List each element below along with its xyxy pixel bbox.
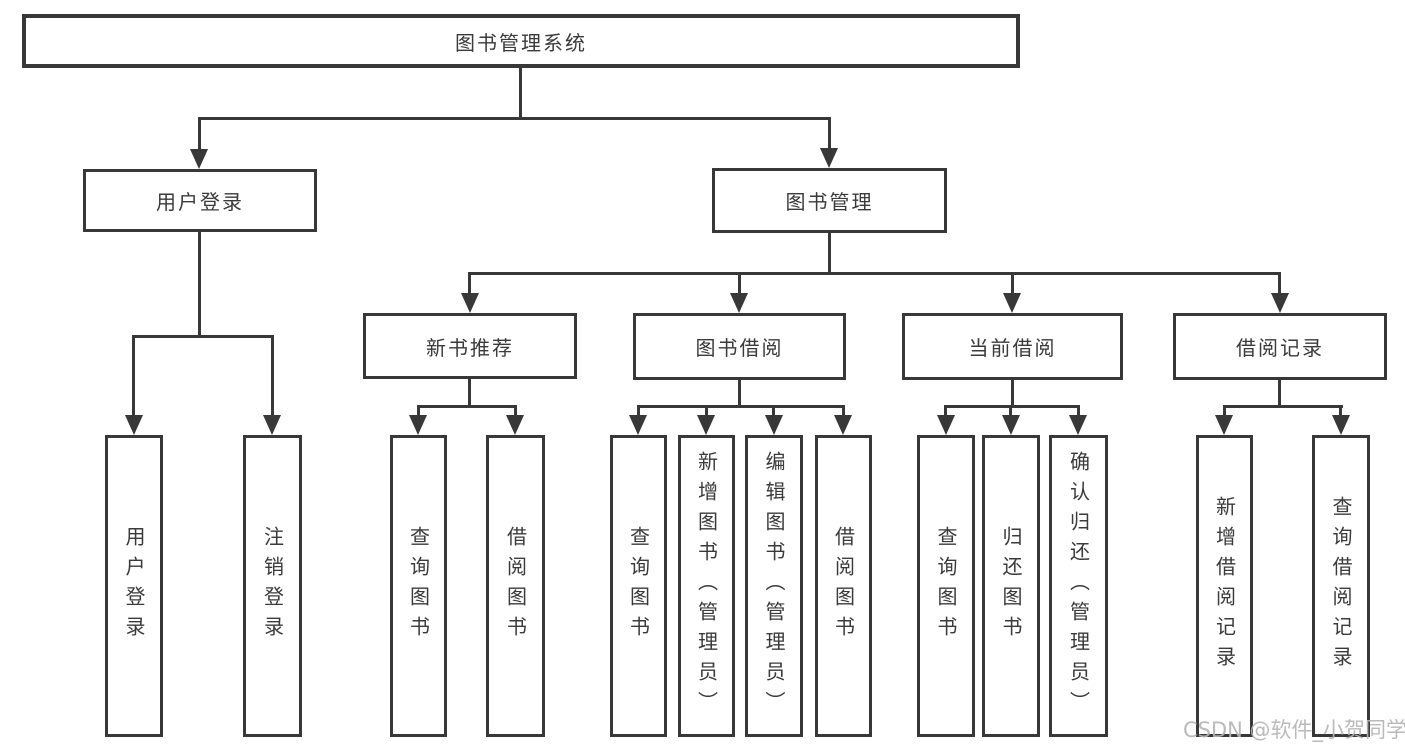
- arrow-down-icon: [1069, 415, 1087, 435]
- leaf-borrow-books: 借阅图书: [815, 435, 872, 737]
- arrow-down-icon: [937, 415, 955, 435]
- leaf-label: 注销登录: [260, 526, 285, 646]
- connector-to-leaf-logout: [271, 335, 274, 417]
- connector-book-borrow-stem: [738, 379, 741, 408]
- connector-to-new-books: [468, 272, 471, 295]
- connector-root-to-book-mgmt: [828, 117, 831, 149]
- connector-to-leaf: [944, 405, 947, 417]
- arrow-down-icon: [1003, 293, 1021, 313]
- connector-new-books-crossbar: [417, 405, 517, 408]
- connector-to-leaf-user-login: [132, 335, 135, 417]
- node-book-borrowing: 图书借阅: [633, 313, 846, 380]
- leaf-label: 查询图书: [934, 526, 958, 646]
- leaf-query-books-borrow: 查询图书: [610, 435, 667, 737]
- connector-to-leaf: [705, 405, 708, 417]
- arrow-down-icon: [820, 148, 838, 168]
- node-library-management-system: 图书管理系统: [22, 14, 1020, 68]
- leaf-label: 编辑图书（管理员）: [762, 451, 786, 721]
- arrow-down-icon: [263, 415, 281, 435]
- connector-book-borrow-crossbar: [637, 405, 845, 408]
- leaf-label: 用户登录: [122, 526, 146, 646]
- leaf-edit-books-admin: 编辑图书（管理员）: [745, 435, 803, 737]
- arrow-down-icon: [409, 415, 427, 435]
- node-label: 图书管理: [785, 190, 874, 214]
- connector-root-stem: [519, 68, 522, 120]
- connector-borrow-records-crossbar: [1223, 405, 1343, 408]
- leaf-label: 新增图书（管理员）: [694, 451, 719, 721]
- leaf-label: 借阅图书: [503, 526, 528, 646]
- leaf-borrow-books-recommend: 借阅图书: [486, 435, 545, 737]
- connector-to-leaf: [637, 405, 640, 417]
- connector-book-mgmt-crossbar: [468, 272, 1281, 275]
- arrow-down-icon: [697, 415, 715, 435]
- arrow-down-icon: [1215, 415, 1233, 435]
- root-label: 图书管理系统: [455, 30, 587, 55]
- arrow-down-icon: [629, 415, 647, 435]
- connector-to-book-borrow: [738, 272, 741, 295]
- connector-to-leaf: [417, 405, 420, 417]
- csdn-watermark: CSDN @软件_小贺同学: [1183, 718, 1405, 742]
- node-user-login: 用户登录: [83, 169, 317, 232]
- arrow-down-icon: [730, 293, 748, 313]
- leaf-confirm-return-admin: 确认归还（管理员）: [1049, 435, 1108, 737]
- leaf-add-borrow-record: 新增借阅记录: [1196, 435, 1253, 737]
- connector-to-leaf: [1077, 405, 1080, 417]
- node-label: 图书借阅: [695, 336, 784, 360]
- connector-root-crossbar: [198, 117, 831, 120]
- leaf-query-books-current: 查询图书: [917, 435, 975, 737]
- leaf-label: 查询图书: [406, 526, 431, 646]
- arrow-down-icon: [506, 415, 524, 435]
- node-label: 用户登录: [156, 190, 244, 214]
- leaf-return-books: 归还图书: [982, 435, 1040, 737]
- arrow-down-icon: [834, 415, 852, 435]
- node-label: 当前借阅: [968, 336, 1057, 360]
- arrow-down-icon: [1271, 293, 1289, 313]
- connector-book-mgmt-stem: [828, 233, 831, 275]
- node-label: 新书推荐: [426, 335, 514, 360]
- arrow-down-icon: [190, 149, 208, 169]
- arrow-down-icon: [765, 415, 783, 435]
- node-borrowing-records: 借阅记录: [1173, 313, 1387, 380]
- connector-current-borrow-stem: [1011, 379, 1014, 408]
- arrow-down-icon: [125, 415, 143, 435]
- leaf-label: 归还图书: [999, 526, 1023, 646]
- arrow-down-icon: [1332, 415, 1350, 435]
- arrow-down-icon: [461, 293, 479, 313]
- connector-current-borrow-crossbar: [944, 405, 1080, 408]
- connector-to-leaf: [842, 405, 845, 417]
- connector-new-books-stem: [468, 379, 471, 408]
- node-new-book-recommend: 新书推荐: [363, 313, 577, 379]
- connector-user-login-crossbar: [132, 335, 274, 338]
- connector-to-current-borrow: [1011, 272, 1014, 295]
- leaf-logout: 注销登录: [243, 435, 302, 737]
- node-book-management: 图书管理: [712, 168, 947, 233]
- arrow-down-icon: [1002, 415, 1020, 435]
- leaf-label: 查询图书: [626, 526, 651, 646]
- connector-to-borrow-records: [1278, 272, 1281, 295]
- connector-root-to-user-login: [198, 117, 201, 150]
- leaf-add-books-admin: 新增图书（管理员）: [678, 435, 735, 737]
- leaf-label: 查询借阅记录: [1329, 496, 1353, 676]
- node-label: 借阅记录: [1236, 336, 1324, 360]
- connector-to-leaf: [514, 405, 517, 417]
- connector-to-leaf: [1009, 405, 1012, 417]
- leaf-label: 新增借阅记录: [1212, 496, 1237, 676]
- connector-borrow-records-stem: [1278, 379, 1281, 408]
- connector-to-leaf: [1223, 405, 1226, 417]
- leaf-query-books-recommend: 查询图书: [390, 435, 447, 737]
- connector-to-leaf: [772, 405, 775, 417]
- leaf-user-login: 用户登录: [105, 435, 163, 737]
- connector-to-leaf: [1339, 405, 1342, 417]
- connector-user-login-stem: [198, 232, 201, 338]
- leaf-label: 借阅图书: [831, 526, 856, 646]
- leaf-label: 确认归还（管理员）: [1066, 451, 1091, 721]
- leaf-query-borrow-record: 查询借阅记录: [1312, 435, 1370, 737]
- node-current-borrowing: 当前借阅: [902, 313, 1123, 380]
